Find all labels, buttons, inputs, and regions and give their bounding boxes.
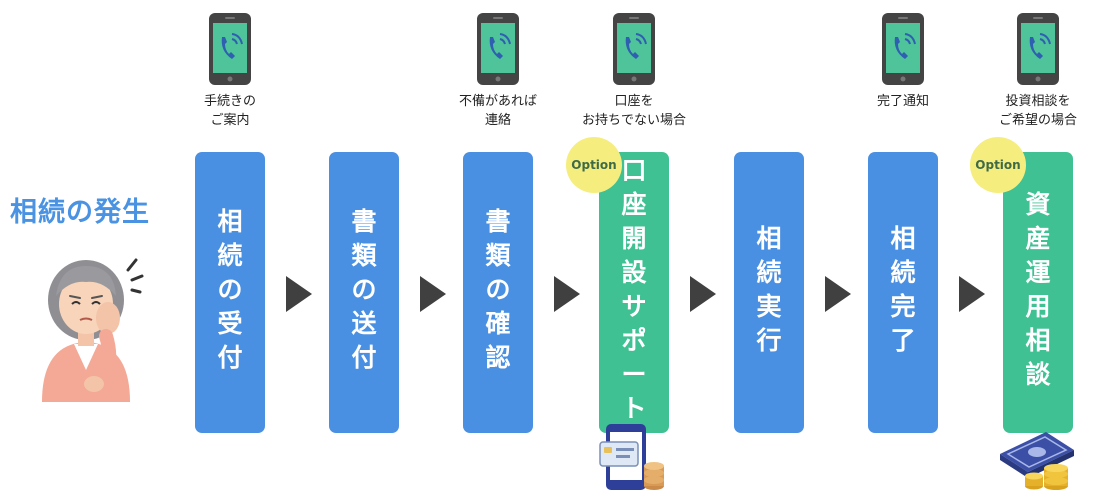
flow-arrow [959,276,985,312]
step-box-6: 相続完了 [868,152,938,433]
flow-arrow [286,276,312,312]
step-note: 完了通知 [876,94,929,109]
flow-arrow [420,276,446,312]
phone-call-icon [1017,13,1059,85]
step-box-7: 資産運用相談 [1003,152,1073,433]
start-label: 相続の発生 [10,197,150,228]
step-box-1: 相続の受付 [195,152,265,433]
flow-arrow [554,276,580,312]
step-note: 手続きのご案内 [203,94,256,128]
money-coins-icon [1000,432,1074,490]
flow-arrow [690,276,716,312]
step-box-5: 相続実行 [734,152,804,433]
option-badge: Option [566,137,622,193]
step-note: 口座をお持ちでない場合 [581,94,686,128]
worried-elderly-woman-icon [42,258,144,402]
phone-call-icon [477,13,519,85]
step-note: 不備があれば連絡 [458,94,537,128]
step-box-2: 書類の送付 [329,152,399,433]
phone-call-icon [209,13,251,85]
smartphone-card-coins-icon [599,424,664,490]
step-box-3: 書類の確認 [463,152,533,433]
phone-call-icon [882,13,924,85]
step-box-4: 口座開設サポート [599,152,669,433]
step-note: 投資相談をご希望の場合 [998,94,1077,128]
option-badge: Option [970,137,1026,193]
phone-call-icon [613,13,655,85]
flow-arrow [825,276,851,312]
